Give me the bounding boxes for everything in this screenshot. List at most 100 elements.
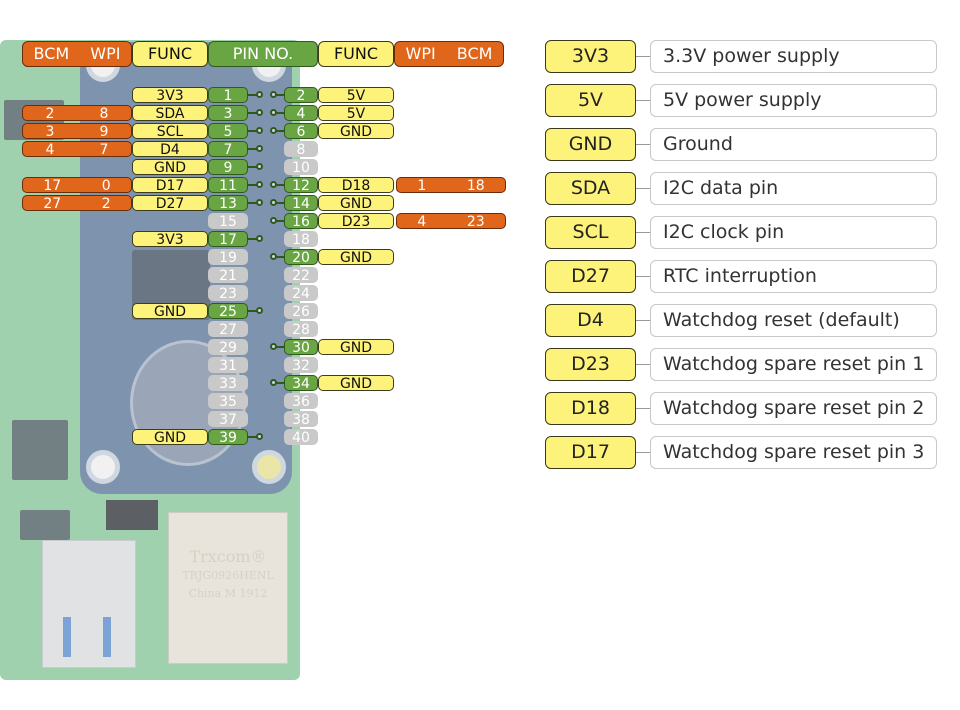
bcm-number: 3	[45, 124, 55, 140]
legend-description: Watchdog spare reset pin 3	[650, 436, 937, 469]
pin-connector-dot	[256, 307, 263, 314]
pin-connector-lead	[248, 94, 258, 96]
pi-component	[12, 420, 68, 480]
wpi-number: 1	[417, 178, 427, 194]
legend-connector	[636, 364, 650, 365]
pin-connector-lead	[248, 436, 258, 438]
pin-connector-dot	[256, 145, 263, 152]
pin-function-label: 5V	[318, 87, 394, 104]
pin-number-6: 6	[284, 123, 318, 140]
pin-function-label: GND	[318, 339, 394, 356]
legend-connector	[636, 100, 650, 101]
mount-hole	[252, 450, 286, 484]
legend-key: D23	[545, 348, 636, 381]
pin-connector-lead	[248, 310, 258, 312]
header-right-gpio: WPI BCM	[394, 41, 504, 67]
pin-function-label: D4	[132, 141, 208, 158]
pin-connector-dot	[256, 181, 263, 188]
pin-connector-lead	[276, 346, 286, 348]
header-wpi-label: WPI	[405, 44, 436, 63]
legend-description: I2C clock pin	[650, 216, 937, 249]
legend-connector	[636, 144, 650, 145]
legend-description: Watchdog reset (default)	[650, 304, 937, 337]
pin-connector-lead	[248, 166, 258, 168]
pin-number-40: 40	[284, 429, 318, 446]
pin-function-label: GND	[318, 195, 394, 212]
legend-description: Watchdog spare reset pin 1	[650, 348, 937, 381]
mount-hole	[86, 450, 120, 484]
wpi-number: 2	[101, 196, 111, 212]
pin-number-1: 1	[208, 87, 248, 104]
pin-connector-dot	[256, 235, 263, 242]
pin-connector-dot	[256, 91, 263, 98]
pin-connector-lead	[276, 382, 286, 384]
pin-number-9: 9	[208, 159, 248, 176]
pin-function-label: D17	[132, 177, 208, 194]
pin-number-26: 26	[284, 303, 318, 320]
pi-mosfet	[106, 500, 158, 530]
pin-connector-lead	[276, 94, 286, 96]
header-pin-no: PIN NO.	[208, 41, 318, 67]
pin-connector-lead	[248, 112, 258, 114]
ethernet-port: Trxcom® TRJG0926HENL China M 1912	[168, 512, 288, 664]
legend-description: 5V power supply	[650, 84, 937, 117]
pin-number-5: 5	[208, 123, 248, 140]
legend-connector	[636, 452, 650, 453]
eth-brand-label: Trxcom®	[189, 547, 267, 566]
pin-number-29: 29	[208, 339, 248, 356]
pin-connector-lead	[276, 112, 286, 114]
legend-connector	[636, 276, 650, 277]
header-bcm-label: BCM	[456, 44, 493, 63]
bcm-number: 2	[45, 106, 55, 122]
pin-number-10: 10	[284, 159, 318, 176]
legend-key: GND	[545, 128, 636, 161]
legend-key: D17	[545, 436, 636, 469]
pin-function-label: 3V3	[132, 87, 208, 104]
pin-connector-lead	[276, 256, 286, 258]
legend-connector	[636, 188, 650, 189]
gpio-number-box: 1 18	[396, 177, 506, 194]
pin-function-label: D23	[318, 213, 394, 230]
pin-number-14: 14	[284, 195, 318, 212]
pin-number-33: 33	[208, 375, 248, 392]
legend-description: Watchdog spare reset pin 2	[650, 392, 937, 425]
legend-connector	[636, 56, 650, 57]
wpi-number: 0	[101, 178, 111, 194]
eth-part-label: TRJG0926HENL	[182, 569, 274, 582]
bcm-number: 27	[43, 196, 62, 212]
pin-function-label: GND	[318, 375, 394, 392]
pin-connector-lead	[248, 148, 258, 150]
header-wpi-label: WPI	[90, 44, 121, 63]
pin-connector-lead	[276, 184, 286, 186]
pin-function-label: GND	[132, 303, 208, 320]
bcm-number: 23	[466, 214, 485, 230]
pin-number-31: 31	[208, 357, 248, 374]
pin-number-37: 37	[208, 411, 248, 428]
pin-number-19: 19	[208, 249, 248, 266]
gpio-number-box: 17 0	[22, 177, 132, 194]
pin-number-38: 38	[284, 411, 318, 428]
pin-connector-lead	[276, 220, 286, 222]
pin-function-label: SCL	[132, 123, 208, 140]
pin-number-22: 22	[284, 267, 318, 284]
pin-number-15: 15	[208, 213, 248, 230]
pin-connector-dot	[256, 433, 263, 440]
legend-description: 3.3V power supply	[650, 40, 937, 73]
pin-connector-lead	[276, 130, 286, 132]
bcm-number: 4	[45, 142, 55, 158]
pin-connector-lead	[248, 238, 258, 240]
legend-connector	[636, 232, 650, 233]
wpi-number: 9	[99, 124, 109, 140]
bcm-number: 18	[466, 178, 485, 194]
pin-connector-lead	[248, 130, 258, 132]
pin-number-16: 16	[284, 213, 318, 230]
pin-connector-dot	[256, 127, 263, 134]
pin-number-17: 17	[208, 231, 248, 248]
pin-number-13: 13	[208, 195, 248, 212]
pin-number-11: 11	[208, 177, 248, 194]
pin-function-label: 5V	[318, 105, 394, 122]
bcm-number: 17	[43, 178, 62, 194]
